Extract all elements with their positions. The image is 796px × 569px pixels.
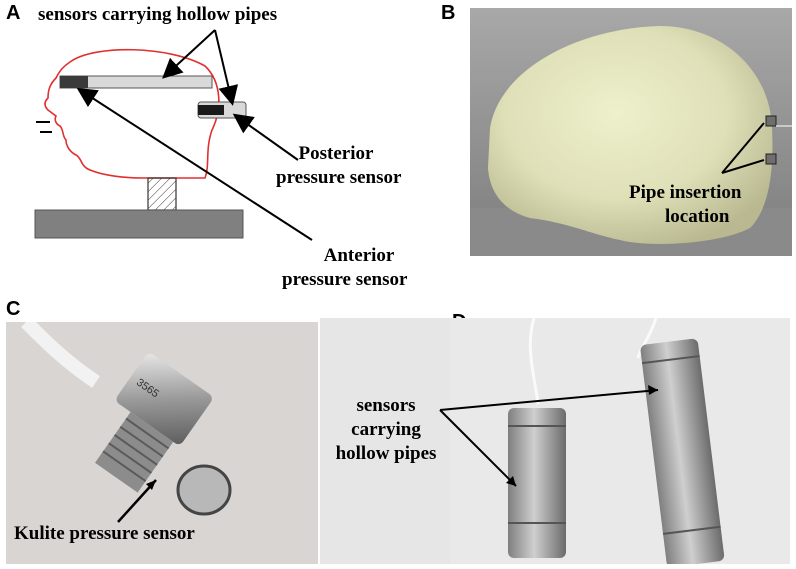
arrow-d-short xyxy=(439,409,517,487)
pipe-end-lower xyxy=(765,153,777,165)
kulite-label: Kulite pressure sensor xyxy=(14,523,195,544)
arrow-posterior xyxy=(232,113,299,161)
pipe-end-upper xyxy=(765,115,777,127)
arrow-title-to-long-pipe xyxy=(162,29,216,79)
pipes-label: sensors carrying hollow pipes xyxy=(38,4,278,25)
pipes-d-label-3: hollow pipes xyxy=(335,443,437,464)
panel-b-letter: B xyxy=(441,2,456,24)
anterior-label-1: Anterior xyxy=(323,245,395,266)
hollow-pipes-photo xyxy=(320,318,790,564)
arrow-anterior xyxy=(76,87,313,241)
kulite-sensor-photo: 3565 xyxy=(6,322,318,564)
sensor-hex-body xyxy=(116,353,212,445)
phantom-head xyxy=(488,26,773,244)
sensor-face xyxy=(176,464,232,516)
pipe-insertion-label-2: location xyxy=(665,206,730,227)
posterior-sensor xyxy=(198,105,224,115)
base-plate xyxy=(34,209,244,239)
panel-c-letter: C xyxy=(6,298,21,320)
long-pipe xyxy=(640,338,725,564)
phantom-head-photo xyxy=(470,8,792,256)
pipes-d-label-2: carrying xyxy=(351,419,421,440)
arrow-title-to-short-pipe xyxy=(214,29,239,106)
pipes-d-label-1: sensors xyxy=(356,395,416,416)
sensor-cable xyxy=(21,322,100,388)
posterior-label-2: pressure sensor xyxy=(276,167,402,188)
head-outline xyxy=(44,48,220,179)
anterior-label-2: pressure sensor xyxy=(282,269,408,290)
anterior-sensor xyxy=(60,76,88,88)
head-diagram xyxy=(34,29,313,241)
pipe-insertion-label-1: Pipe insertion xyxy=(629,182,742,203)
short-pipe xyxy=(508,408,566,558)
neck-support xyxy=(147,177,177,211)
panel-a-letter: A xyxy=(6,2,21,24)
arrow-b-upper xyxy=(721,122,765,174)
posterior-label-1: Posterior xyxy=(298,143,374,164)
sensor-thread xyxy=(95,412,174,493)
arrow-b-lower xyxy=(721,159,765,174)
arrow-d-long xyxy=(439,389,659,411)
